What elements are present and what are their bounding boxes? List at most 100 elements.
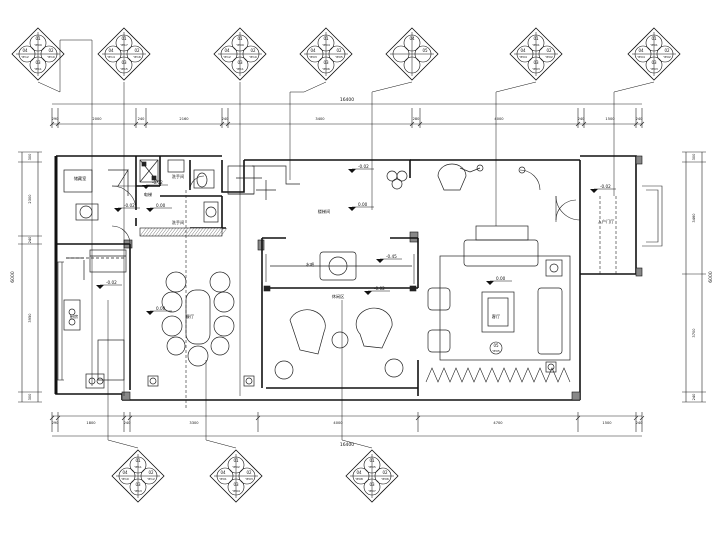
level-mark-dining_door: 0.00 bbox=[146, 203, 172, 212]
tag-8-code-3: YE01 bbox=[219, 477, 227, 481]
wash-fixtures bbox=[167, 159, 219, 223]
tag-9-code-3: YE08 bbox=[355, 477, 363, 481]
tag-8-q-0: 01 bbox=[233, 458, 239, 463]
living-tag-q: 05 bbox=[493, 343, 499, 348]
tag-4-q-1: 05 bbox=[422, 48, 428, 53]
level-text-storage: -0.02 bbox=[152, 180, 163, 185]
room-label-living: 客厅 bbox=[492, 313, 500, 320]
level-text-kitchen: -0.02 bbox=[106, 280, 117, 285]
tag-2-q-0: 01 bbox=[237, 36, 243, 41]
level-text-wash: -0.02 bbox=[124, 203, 135, 208]
top-dim-8: 240 bbox=[578, 117, 586, 121]
living-sofa bbox=[427, 163, 571, 361]
tag-3-q-2: 03 bbox=[323, 60, 329, 65]
room-label-lift: 电梯 bbox=[144, 191, 152, 198]
bottom-dim-3: 3300 bbox=[189, 421, 199, 425]
tag-7-code-3: YE10 bbox=[121, 477, 129, 481]
top-dim-9: 1500 bbox=[605, 117, 615, 121]
level-mark-foyer: -0.02 bbox=[590, 184, 616, 193]
exterior-walls bbox=[54, 155, 637, 401]
level-mark-wash: -0.02 bbox=[114, 203, 140, 212]
level-mark-kitchen: -0.02 bbox=[96, 280, 122, 289]
level-text-foyer: -0.02 bbox=[600, 184, 611, 189]
tag-8-q-2: 03 bbox=[233, 482, 239, 487]
bottom-total-dim: 16400 bbox=[340, 442, 354, 448]
tag-8-q-1: 02 bbox=[246, 470, 252, 475]
tag-2-q-2: 03 bbox=[237, 60, 243, 65]
top-dimension-line bbox=[52, 103, 642, 125]
tag-1-q-1: 02 bbox=[134, 48, 140, 53]
right-total-dim: 6000 bbox=[708, 271, 714, 283]
tag-9-code-1: YE06 bbox=[381, 477, 389, 481]
left-dimension-line bbox=[21, 152, 39, 402]
top-dim-10: 240 bbox=[636, 117, 644, 121]
tag-0-code-3: YE12 bbox=[21, 55, 29, 59]
level-mark-dining: 0.00 bbox=[146, 306, 172, 315]
tag-3-q-3: 04 bbox=[310, 48, 316, 53]
tag-5-q-2: 03 bbox=[533, 60, 539, 65]
tag-9-code-0: YE05 bbox=[368, 465, 376, 469]
doors bbox=[111, 169, 581, 245]
room-label-stair: 楼梯间 bbox=[318, 208, 331, 215]
bottom-dim-7: 240 bbox=[636, 421, 644, 425]
living-tag-code: YE05 bbox=[492, 349, 500, 353]
tag-5-q-1: 02 bbox=[546, 48, 552, 53]
bottom-dim-2: 240 bbox=[124, 421, 132, 425]
bottom-dim-6: 1500 bbox=[602, 421, 612, 425]
room-label-wash: 洗手间 bbox=[172, 173, 185, 180]
top-dim-1: 2000 bbox=[92, 117, 102, 121]
tag-0-code-0: YE09 bbox=[34, 43, 42, 47]
tag-6-code-2: YE03 bbox=[650, 67, 658, 71]
tag-8-code-0: YE02 bbox=[232, 465, 240, 469]
left-dim-0: 300 bbox=[28, 153, 32, 161]
top-dim-4: 240 bbox=[222, 117, 230, 121]
level-mark-stair_landing: 0.00 bbox=[348, 202, 374, 211]
counter-hatch bbox=[139, 227, 228, 237]
bottom-dim-5: 4700 bbox=[493, 421, 503, 425]
left-total-dim: 6000 bbox=[10, 271, 16, 283]
right-dim-3: 240 bbox=[692, 393, 696, 401]
tag-3-q-0: 01 bbox=[323, 36, 329, 41]
tag-0-code-2: YE11 bbox=[34, 67, 42, 71]
level-text-stair: -0.02 bbox=[358, 164, 369, 169]
tag-2-code-0: YE09 bbox=[236, 43, 244, 47]
tag-7-code-2: YE13 bbox=[134, 489, 142, 493]
tag-7-q-2: 03 bbox=[135, 482, 141, 487]
stair bbox=[227, 165, 408, 200]
level-mark-water_bar: -0.45 bbox=[376, 254, 402, 263]
tag-2-q-3: 04 bbox=[224, 48, 230, 53]
tag-0-code-1: YE10 bbox=[47, 55, 55, 59]
tag-5-code-1: YE02 bbox=[545, 55, 553, 59]
tag-1-q-0: 01 bbox=[121, 36, 127, 41]
tag-6-q-1: 02 bbox=[664, 48, 670, 53]
tag-2-code-2: YE11 bbox=[236, 67, 244, 71]
tag-8-q-3: 04 bbox=[220, 470, 226, 475]
tag-2-q-1: 02 bbox=[250, 48, 256, 53]
top-dim-3: 2160 bbox=[179, 117, 189, 121]
tag-5-q-3: 04 bbox=[520, 48, 526, 53]
bottom-dim-1: 1800 bbox=[86, 421, 96, 425]
right-dim-0: 300 bbox=[692, 153, 696, 161]
tag-9-q-0: 01 bbox=[369, 458, 375, 463]
tag-1-q-2: 03 bbox=[121, 60, 127, 65]
tag-8-code-2: YE04 bbox=[232, 489, 240, 493]
left-dim-1: 2300 bbox=[28, 194, 32, 204]
tag-9-q-2: 03 bbox=[369, 482, 375, 487]
tag-0-q-1: 02 bbox=[48, 48, 54, 53]
top-dim-2: 240 bbox=[138, 117, 146, 121]
room-label-foyer: 入户门厅 bbox=[598, 218, 615, 225]
dining-table bbox=[161, 271, 235, 367]
room-label-dining: 餐厅 bbox=[186, 313, 194, 320]
tag-2-code-3: YE12 bbox=[223, 55, 231, 59]
top-dim-7: 4000 bbox=[494, 117, 504, 121]
tag-1-code-1: YE16 bbox=[133, 55, 141, 59]
tag-0-q-2: 03 bbox=[35, 60, 41, 65]
